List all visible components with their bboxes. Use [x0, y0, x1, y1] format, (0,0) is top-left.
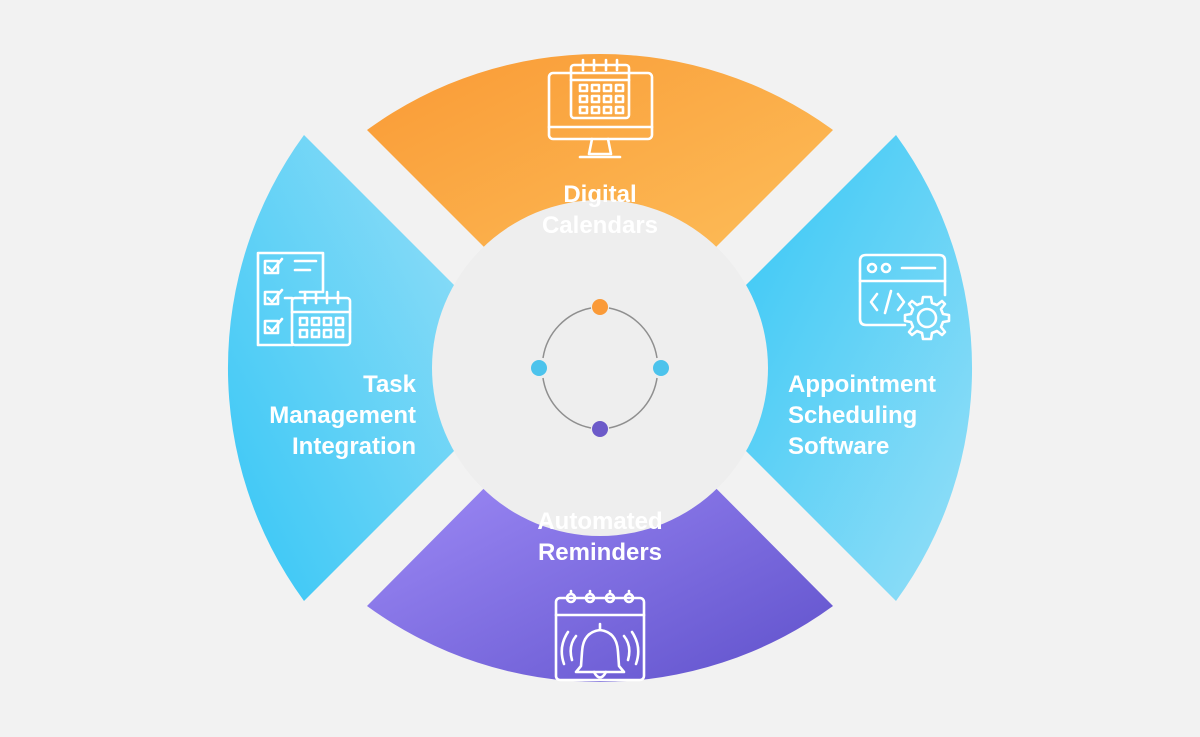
center-ring — [542, 307, 658, 429]
label-line: Task — [363, 371, 416, 398]
label-line: Integration — [292, 433, 416, 460]
center-hub — [432, 200, 768, 536]
purple-dot-icon — [592, 421, 608, 437]
segment-top — [367, 53, 833, 289]
label-line: Digital — [563, 181, 637, 208]
cyan-dot-icon — [531, 360, 547, 376]
label-task-management-integration: Task Management Integration — [216, 369, 416, 462]
label-appointment-scheduling-software: Appointment Scheduling Software — [788, 369, 988, 462]
orange-dot-icon — [592, 299, 608, 315]
label-line: Reminders — [537, 539, 663, 566]
segment-left — [227, 135, 461, 601]
label-line: Scheduling — [788, 402, 918, 429]
label-automated-reminders: Automated Reminders — [500, 506, 700, 568]
label-line: Automated — [537, 508, 663, 535]
label-line: Software — [788, 433, 890, 460]
label-line: Appointment — [788, 371, 936, 398]
segment-bottom — [367, 448, 833, 683]
segment-right — [739, 135, 973, 601]
label-digital-calendars: Digital Calendars — [500, 179, 700, 241]
label-line: Calendars — [541, 212, 659, 239]
label-line: Management — [269, 402, 416, 429]
cyan-dot-icon — [653, 360, 669, 376]
